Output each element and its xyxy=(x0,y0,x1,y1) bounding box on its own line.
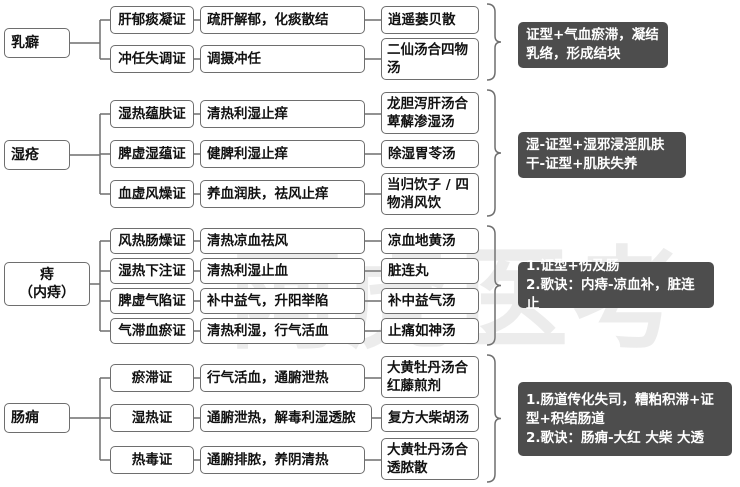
method-label: 调摄冲任 xyxy=(207,50,261,67)
syndrome-box: 湿热蕴肤证 xyxy=(110,100,194,128)
method-label: 清热利湿止痒 xyxy=(207,105,288,122)
method-label: 行气活血，通腑泄热 xyxy=(207,369,329,386)
formula-label: 复方大柴胡汤 xyxy=(388,409,469,426)
method-label: 健脾利湿止痒 xyxy=(207,145,288,162)
formula-box: 止痛如神汤 xyxy=(381,318,479,344)
note-line: 证型+气血瘀滞，凝结乳络，形成结块 xyxy=(526,27,659,62)
syndrome-label: 湿热证 xyxy=(131,409,173,426)
brace-2 xyxy=(486,225,502,346)
formula-box: 大黄牡丹汤合红藤煎剂 xyxy=(381,356,479,398)
disease-name: 痔 xyxy=(40,267,54,283)
method-box: 补中益气，升阳举陷 xyxy=(200,288,365,314)
formula-box: 凉血地黄汤 xyxy=(381,228,479,254)
formula-box: 除湿胃苓汤 xyxy=(381,140,479,168)
method-label: 通腑排脓，养阴清热 xyxy=(207,451,329,468)
syndrome-label: 热毒证 xyxy=(131,451,173,468)
note-line: 干-证型+肌肤失养 xyxy=(526,156,638,172)
method-label: 清热凉血祛风 xyxy=(207,232,288,249)
formula-label: 逍遥蒌贝散 xyxy=(388,11,456,28)
syndrome-box: 热毒证 xyxy=(110,446,194,474)
syndrome-label: 脾虚气陷证 xyxy=(118,292,186,309)
method-box: 清热利湿，行气活血 xyxy=(200,318,365,344)
note-box: 湿-证型+湿邪浸淫肌肤 干-证型+肌肤失养 xyxy=(518,132,686,178)
note-line: 湿-证型+湿邪浸淫肌肤 xyxy=(526,137,665,153)
syndrome-label: 血虚风燥证 xyxy=(118,185,186,202)
syndrome-box: 瘀滞证 xyxy=(110,364,194,392)
method-box: 健脾利湿止痒 xyxy=(200,140,365,168)
disease-shichuang: 湿疮 xyxy=(4,140,70,170)
method-box: 通腑泄热，解毒利湿透脓 xyxy=(200,404,372,432)
disease-changyong: 肠痈 xyxy=(4,403,70,433)
syndrome-box: 湿热证 xyxy=(110,404,194,432)
syndrome-label: 瘀滞证 xyxy=(131,369,173,386)
note-line: 1.肠道传化失司，糟粕积滞+证型+积结肠道 xyxy=(526,391,714,427)
syndrome-box: 冲任失调证 xyxy=(110,45,194,73)
syndrome-label: 冲任失调证 xyxy=(118,50,186,67)
disease-subname: （内痔） xyxy=(19,285,75,301)
formula-box: 复方大柴胡汤 xyxy=(381,404,479,432)
note-line: 1.证型+伤及肠 xyxy=(526,257,620,274)
method-box: 清热凉血祛风 xyxy=(200,228,365,254)
formula-label: 当归饮子 / 四物消风饮 xyxy=(387,177,469,211)
note-box: 1.证型+伤及肠 2.歌诀：内痔-凉血补，脏连止 xyxy=(518,258,714,312)
syndrome-label: 肝郁痰凝证 xyxy=(118,11,186,28)
formula-label: 凉血地黄汤 xyxy=(388,232,456,249)
formula-box: 当归饮子 / 四物消风饮 xyxy=(381,173,479,215)
syndrome-label: 风热肠燥证 xyxy=(118,232,186,249)
formula-label: 大黄牡丹汤合透脓散 xyxy=(387,442,468,476)
note-line: 2.歌诀：内痔-凉血补，脏连止 xyxy=(526,276,695,312)
formula-box: 龙胆泻肝汤合萆薢渗湿汤 xyxy=(381,92,479,134)
brace-3 xyxy=(486,354,502,483)
syndrome-box: 气滞血瘀证 xyxy=(110,318,194,344)
formula-label: 二仙汤合四物汤 xyxy=(387,42,468,76)
disease-zhi: 痔 （内痔） xyxy=(4,262,90,306)
method-box: 通腑排脓，养阴清热 xyxy=(200,446,365,474)
formula-box: 二仙汤合四物汤 xyxy=(381,38,479,80)
method-label: 通腑泄热，解毒利湿透脓 xyxy=(207,409,356,426)
formula-label: 脏连丸 xyxy=(388,262,429,279)
disease-name: 湿疮 xyxy=(11,146,39,163)
formula-box: 逍遥蒌贝散 xyxy=(381,6,479,34)
method-box: 行气活血，通腑泄热 xyxy=(200,364,365,392)
method-box: 养血润肤，祛风止痒 xyxy=(200,180,365,208)
note-line: 2.歌诀：肠痈-大红 大柴 大透 xyxy=(526,429,705,446)
brace-1 xyxy=(486,89,502,217)
syndrome-box: 风热肠燥证 xyxy=(110,228,194,254)
formula-box: 补中益气汤 xyxy=(381,288,479,314)
syndrome-box: 肝郁痰凝证 xyxy=(110,6,194,34)
formula-label: 止痛如神汤 xyxy=(388,322,456,339)
method-box: 清热利湿止血 xyxy=(200,258,365,284)
brace-0 xyxy=(486,3,502,81)
note-box: 1.肠道传化失司，糟粕积滞+证型+积结肠道 2.歌诀：肠痈-大红 大柴 大透 xyxy=(518,382,732,456)
note-box: 证型+气血瘀滞，凝结乳络，形成结块 xyxy=(518,22,668,68)
disease-name: 肠痈 xyxy=(11,409,39,426)
method-label: 清热利湿，行气活血 xyxy=(207,322,329,339)
formula-label: 龙胆泻肝汤合萆薢渗湿汤 xyxy=(387,96,468,130)
method-label: 补中益气，升阳举陷 xyxy=(207,292,329,309)
syndrome-label: 气滞血瘀证 xyxy=(118,322,186,339)
formula-label: 除湿胃苓汤 xyxy=(388,145,456,162)
disease-rupi: 乳癖 xyxy=(4,28,70,58)
syndrome-box: 脾虚气陷证 xyxy=(110,288,194,314)
syndrome-label: 湿热蕴肤证 xyxy=(118,105,186,122)
syndrome-box: 湿热下注证 xyxy=(110,258,194,284)
method-label: 清热利湿止血 xyxy=(207,262,288,279)
formula-box: 脏连丸 xyxy=(381,258,479,284)
method-box: 调摄冲任 xyxy=(200,45,365,73)
syndrome-box: 脾虚湿蕴证 xyxy=(110,140,194,168)
formula-label: 大黄牡丹汤合红藤煎剂 xyxy=(387,360,468,394)
syndrome-box: 血虚风燥证 xyxy=(110,180,194,208)
method-box: 疏肝解郁，化痰散结 xyxy=(200,6,365,34)
method-box: 清热利湿止痒 xyxy=(200,100,365,128)
formula-box: 大黄牡丹汤合透脓散 xyxy=(381,438,479,480)
syndrome-label: 脾虚湿蕴证 xyxy=(118,145,186,162)
method-label: 疏肝解郁，化痰散结 xyxy=(207,11,329,28)
syndrome-label: 湿热下注证 xyxy=(118,262,186,279)
formula-label: 补中益气汤 xyxy=(388,292,456,309)
method-label: 养血润肤，祛风止痒 xyxy=(207,185,329,202)
disease-name: 乳癖 xyxy=(11,34,39,51)
